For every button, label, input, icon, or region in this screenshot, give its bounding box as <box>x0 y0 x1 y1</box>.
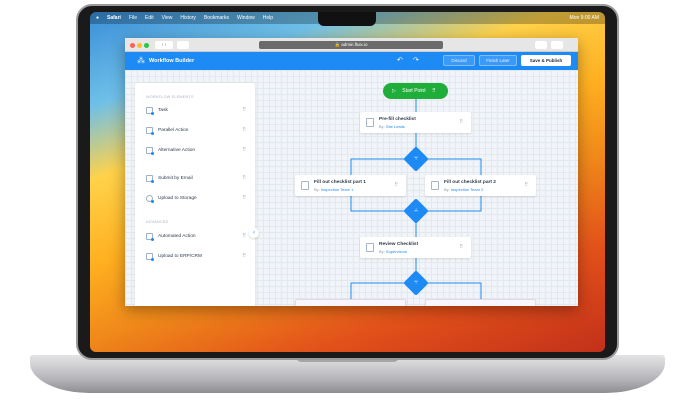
split-icon: ⑂ <box>414 156 418 162</box>
elements-sidebar: WORKFLOW ELEMENTS Task ⠿ Parallel Action ⠿… <box>135 83 259 306</box>
browser-toolbar: ‹ › 🔒 admin.fluix.io <box>125 38 578 52</box>
task-assignee[interactable]: Inspection Team 2 <box>450 187 484 192</box>
address-bar[interactable]: 🔒 admin.fluix.io <box>259 41 443 49</box>
section-heading: ADVANCED <box>146 220 169 224</box>
drag-handle-icon[interactable]: ⠿ <box>432 88 436 94</box>
drag-handle-icon[interactable]: ⠿ <box>242 175 246 181</box>
undo-icon[interactable]: ↶ <box>397 57 403 64</box>
item-label: Task <box>158 107 168 113</box>
task-icon <box>366 118 374 127</box>
sidebar-item-alternative-action[interactable]: Alternative Action ⠿ <box>146 145 246 155</box>
share-icon[interactable] <box>535 41 547 49</box>
merge-icon: ⑃ <box>414 208 418 214</box>
cloud-upload-icon <box>146 194 154 203</box>
collapse-sidebar-chevron-icon[interactable]: ‹ <box>249 228 259 238</box>
drag-handle-icon[interactable]: ⠿ <box>394 182 398 188</box>
task-assignee[interactable]: Site Leads <box>385 124 405 129</box>
start-point-node[interactable]: ▷ Start Point ⠿ <box>383 83 448 99</box>
drag-handle-icon[interactable]: ⠿ <box>242 127 246 133</box>
menu-help[interactable]: Help <box>262 15 274 21</box>
task-node-partial[interactable] <box>295 299 406 306</box>
menu-history[interactable]: History <box>180 15 196 21</box>
task-icon <box>366 243 374 252</box>
start-point-label: Start Point <box>402 88 426 94</box>
menu-bookmarks[interactable]: Bookmarks <box>203 15 229 21</box>
task-icon <box>146 106 154 115</box>
menu-view[interactable]: View <box>161 15 173 21</box>
task-icon <box>431 181 439 190</box>
task-assignee[interactable]: Inspection Team 1 <box>320 187 354 192</box>
sidebar-item-submit-email[interactable]: Submit by Email ⠿ <box>146 173 246 183</box>
sidebar-toggle-icon[interactable] <box>177 41 189 49</box>
save-publish-button[interactable]: Save & Publish <box>521 55 571 66</box>
drag-handle-icon[interactable]: ⠿ <box>459 119 463 125</box>
erp-icon <box>146 252 154 261</box>
drag-handle-icon[interactable]: ⠿ <box>242 147 246 153</box>
split-icon: ⑂ <box>414 280 418 286</box>
zoom-button[interactable] <box>144 43 149 48</box>
task-title: Fill out checklist part 2 <box>444 180 496 185</box>
sidebar-item-upload-storage[interactable]: Upload to Storage ⠿ <box>146 193 246 203</box>
task-node[interactable]: Fill out checklist part 1 By: Inspection … <box>295 175 406 196</box>
by-label: By: <box>444 187 450 192</box>
by-label: By: <box>379 124 385 129</box>
sidebar-item-upload-erp[interactable]: Upload to ERP/CRM ⠿ <box>146 251 246 261</box>
close-button[interactable] <box>130 43 135 48</box>
section-heading: WORKFLOW ELEMENTS <box>146 95 194 99</box>
back-forward-buttons[interactable]: ‹ › <box>155 41 173 49</box>
drag-handle-icon[interactable]: ⠿ <box>242 253 246 259</box>
item-label: Submit by Email <box>158 175 193 181</box>
automation-icon <box>146 232 154 241</box>
menu-app[interactable]: Safari <box>107 15 121 21</box>
by-label: By: <box>379 249 385 254</box>
item-label: Parallel Action <box>158 127 189 133</box>
item-label: Automated Action <box>158 233 196 239</box>
drag-handle-icon[interactable]: ⠿ <box>242 233 246 239</box>
task-title: Review Checklist <box>379 242 419 247</box>
menu-edit[interactable]: Edit <box>145 15 154 21</box>
camera-notch <box>318 12 376 26</box>
task-assignee[interactable]: Supervisors <box>385 249 408 254</box>
app-header: ⁂ Workflow Builder ↶ ↷ Discard Finish La… <box>125 52 578 70</box>
drag-handle-icon[interactable]: ⠿ <box>459 244 463 250</box>
browser-window: ‹ › 🔒 admin.fluix.io ⁂ Workflow Builder … <box>125 38 578 306</box>
sidebar-item-automated-action[interactable]: Automated Action ⠿ <box>146 231 246 241</box>
workflow-logo-icon: ⁂ <box>137 56 145 65</box>
play-icon: ▷ <box>392 88 396 94</box>
finish-later-button[interactable]: Finish Later <box>479 55 517 66</box>
task-icon <box>301 181 309 190</box>
by-label: By: <box>314 187 320 192</box>
menu-window[interactable]: Window <box>236 15 255 21</box>
alternative-icon <box>146 146 154 155</box>
menu-file[interactable]: File <box>128 15 137 21</box>
task-node[interactable]: Fill out checklist part 2 By: Inspection … <box>425 175 536 196</box>
discard-button[interactable]: Discard <box>443 55 475 66</box>
item-label: Alternative Action <box>158 147 196 153</box>
drag-handle-icon[interactable]: ⠿ <box>242 195 246 201</box>
sidebar-item-task[interactable]: Task ⠿ <box>146 105 246 115</box>
drag-handle-icon[interactable]: ⠿ <box>524 182 528 188</box>
parallel-icon <box>146 126 154 135</box>
redo-icon[interactable]: ↷ <box>413 57 419 64</box>
url-text: admin.fluix.io <box>341 42 368 47</box>
clock[interactable]: Mon 9:00 AM <box>569 15 599 21</box>
tabs-icon[interactable] <box>551 41 563 49</box>
apple-icon[interactable]: ● <box>96 15 100 21</box>
drag-handle-icon[interactable]: ⠿ <box>242 107 246 113</box>
task-node-partial[interactable] <box>425 299 536 306</box>
connectors <box>350 99 482 305</box>
item-label: Upload to ERP/CRM <box>158 253 202 259</box>
item-label: Upload to Storage <box>158 195 197 201</box>
minimize-button[interactable] <box>137 43 142 48</box>
task-title: Pre-fill checklist <box>379 117 416 122</box>
task-title: Fill out checklist part 1 <box>314 180 366 185</box>
email-icon <box>146 174 154 183</box>
sidebar-item-parallel-action[interactable]: Parallel Action ⠿ <box>146 125 246 135</box>
page-title: Workflow Builder <box>149 58 195 64</box>
